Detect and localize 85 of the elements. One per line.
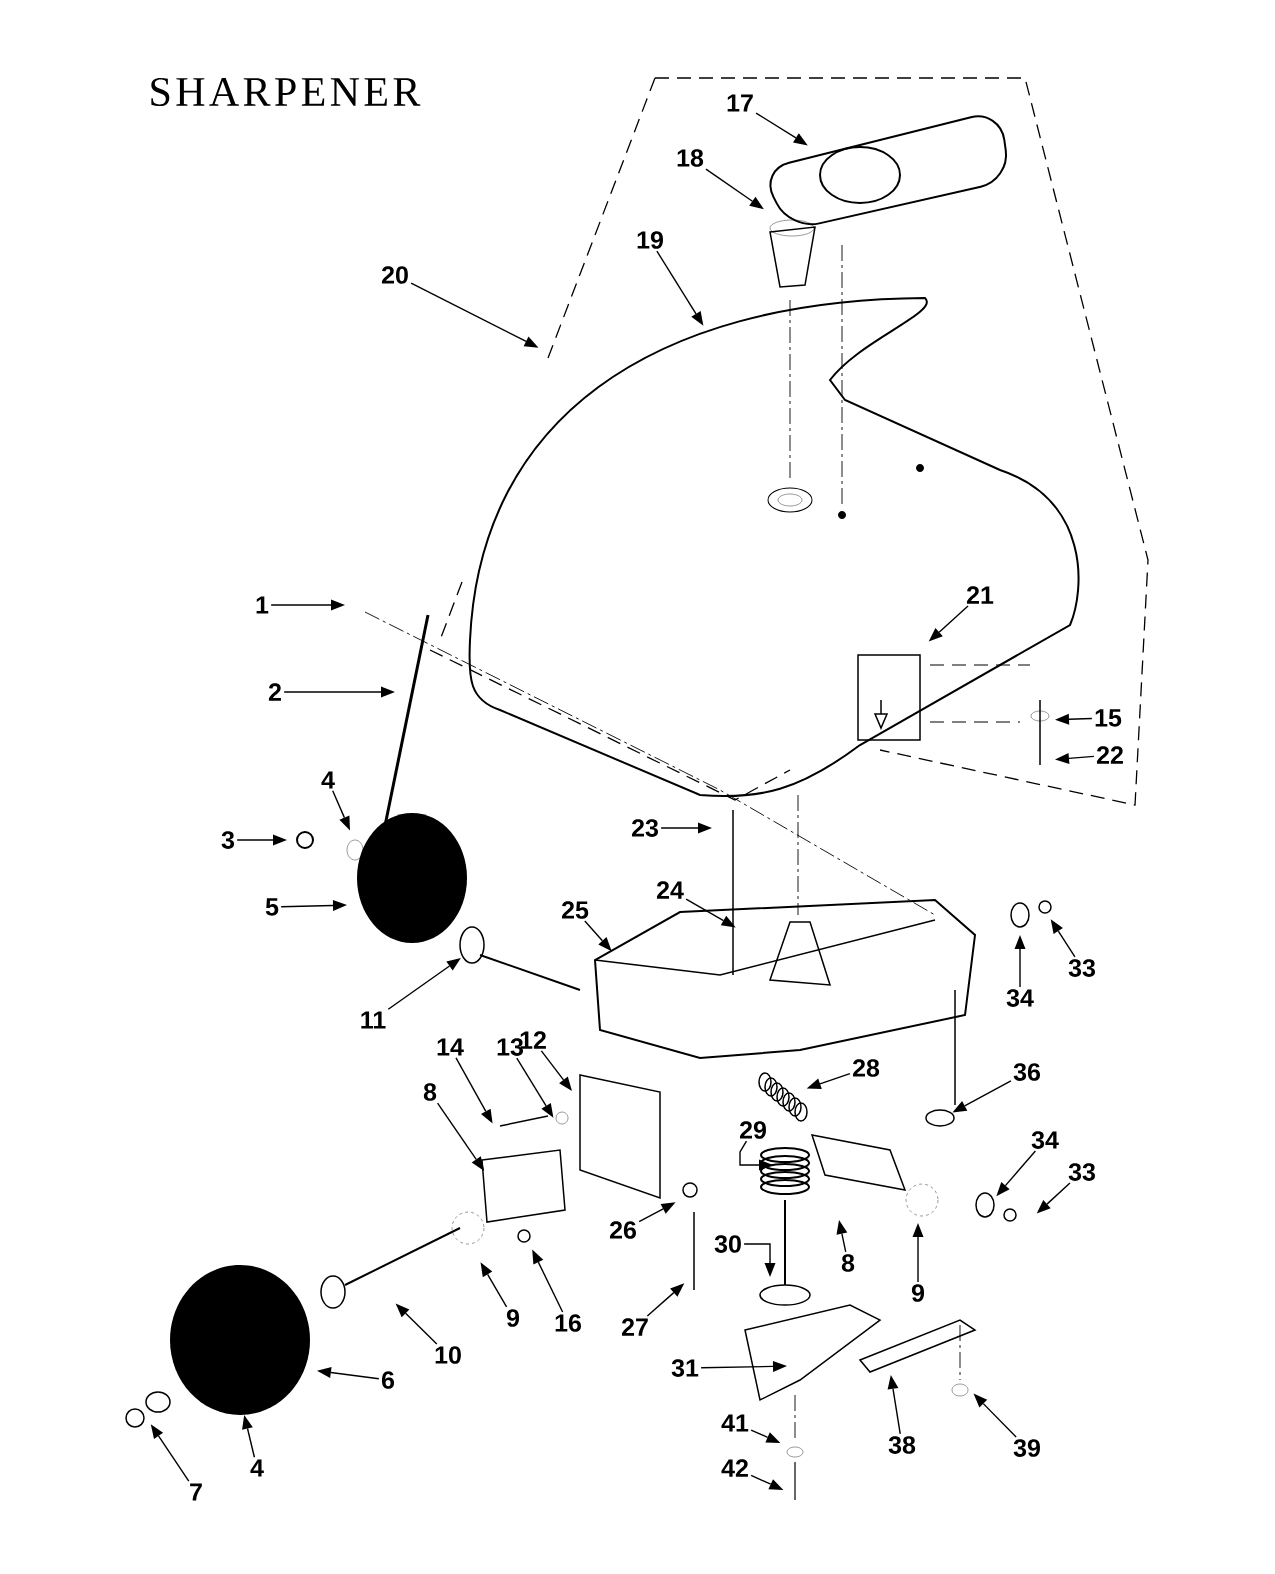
leader-line bbox=[952, 1080, 1012, 1113]
callout-number: 6 bbox=[381, 1371, 395, 1389]
leader-line bbox=[332, 790, 350, 831]
leader-line bbox=[638, 1202, 676, 1223]
leader-line bbox=[584, 920, 612, 952]
leader-line bbox=[270, 599, 345, 611]
leader-line bbox=[436, 1102, 485, 1171]
leader-line bbox=[1014, 935, 1026, 988]
leader-line bbox=[280, 900, 347, 911]
leader-line bbox=[1055, 713, 1093, 725]
callout-number: 24 bbox=[656, 881, 684, 899]
leader-line bbox=[705, 168, 764, 210]
callout-number: 14 bbox=[437, 1038, 464, 1056]
leader-line bbox=[912, 1223, 924, 1283]
callout-number: 5 bbox=[265, 898, 279, 916]
leader-line bbox=[660, 822, 712, 834]
callout-number: 20 bbox=[381, 266, 408, 284]
callout-number: 23 bbox=[631, 819, 658, 837]
callout-number: 10 bbox=[435, 1346, 461, 1364]
leader-line bbox=[480, 1262, 508, 1308]
callout-number: 11 bbox=[361, 1011, 386, 1029]
callout-number: 7 bbox=[190, 1483, 202, 1501]
callout-number: 41 bbox=[721, 1414, 749, 1432]
leader-line bbox=[755, 112, 808, 146]
callout-number: 1 bbox=[256, 596, 269, 614]
leader-line bbox=[1050, 919, 1076, 958]
callout-number: 28 bbox=[852, 1059, 880, 1077]
leader-line bbox=[739, 1140, 773, 1171]
callout-number: 15 bbox=[1095, 709, 1122, 727]
callout-number: 33 bbox=[1068, 959, 1095, 977]
leader-line bbox=[685, 898, 736, 928]
leader-line bbox=[1036, 1182, 1071, 1214]
leader-line bbox=[996, 1150, 1037, 1197]
leader-line bbox=[743, 1243, 776, 1277]
leader-line bbox=[750, 1429, 781, 1443]
leader-line bbox=[455, 1057, 493, 1124]
callout-number: 19 bbox=[637, 231, 663, 249]
leader-line bbox=[395, 1303, 438, 1345]
callout-number: 16 bbox=[555, 1314, 581, 1332]
callout-number: 3 bbox=[221, 831, 235, 849]
callout-number: 31 bbox=[671, 1359, 699, 1377]
leader-line bbox=[283, 686, 395, 698]
leader-line bbox=[928, 605, 969, 642]
callout-number: 34 bbox=[1006, 989, 1034, 1007]
callout-number: 36 bbox=[1013, 1063, 1040, 1081]
callout-number: 38 bbox=[888, 1436, 916, 1454]
leader-line bbox=[387, 957, 461, 1010]
callout-number: 34 bbox=[1031, 1131, 1059, 1149]
leader-line bbox=[750, 1474, 784, 1490]
callout-number: 39 bbox=[1013, 1439, 1040, 1457]
leader-line bbox=[410, 282, 539, 348]
leader-line bbox=[646, 1283, 685, 1317]
callout-number: 2 bbox=[268, 683, 281, 701]
callout-number: 29 bbox=[739, 1121, 766, 1139]
callout-number: 27 bbox=[621, 1318, 648, 1336]
leader-line bbox=[532, 1249, 564, 1313]
callout-number: 4 bbox=[250, 1459, 264, 1477]
callout-number: 22 bbox=[1096, 746, 1123, 764]
leader-line bbox=[973, 1393, 1017, 1438]
callout-number: 18 bbox=[677, 149, 704, 167]
leader-line bbox=[836, 1219, 848, 1253]
callout-number: 30 bbox=[714, 1235, 741, 1253]
title: SHARPENER bbox=[151, 77, 421, 107]
callout-number: 25 bbox=[561, 901, 589, 919]
callout-number: 9 bbox=[506, 1309, 519, 1327]
callout-number: 42 bbox=[721, 1459, 748, 1477]
callout-number: 17 bbox=[727, 94, 753, 112]
leader-line bbox=[516, 1057, 554, 1118]
leader-line bbox=[317, 1367, 380, 1380]
callout-number: 4 bbox=[321, 771, 335, 789]
leader-line bbox=[242, 1414, 256, 1458]
callout-number: 21 bbox=[966, 586, 994, 604]
callout-number: 33 bbox=[1068, 1163, 1095, 1181]
leader-line bbox=[656, 250, 704, 326]
leader-line bbox=[150, 1424, 190, 1482]
callout-number: 8 bbox=[423, 1083, 437, 1101]
leader-line bbox=[236, 834, 287, 846]
callout-number: 8 bbox=[841, 1254, 855, 1272]
callout-number: 9 bbox=[911, 1284, 925, 1302]
callout-number: 26 bbox=[609, 1221, 636, 1239]
leader-line bbox=[700, 1360, 787, 1372]
leader-line bbox=[806, 1072, 851, 1089]
leader-line bbox=[540, 1050, 572, 1091]
leader-line bbox=[1055, 752, 1095, 764]
leader-line bbox=[887, 1374, 901, 1435]
